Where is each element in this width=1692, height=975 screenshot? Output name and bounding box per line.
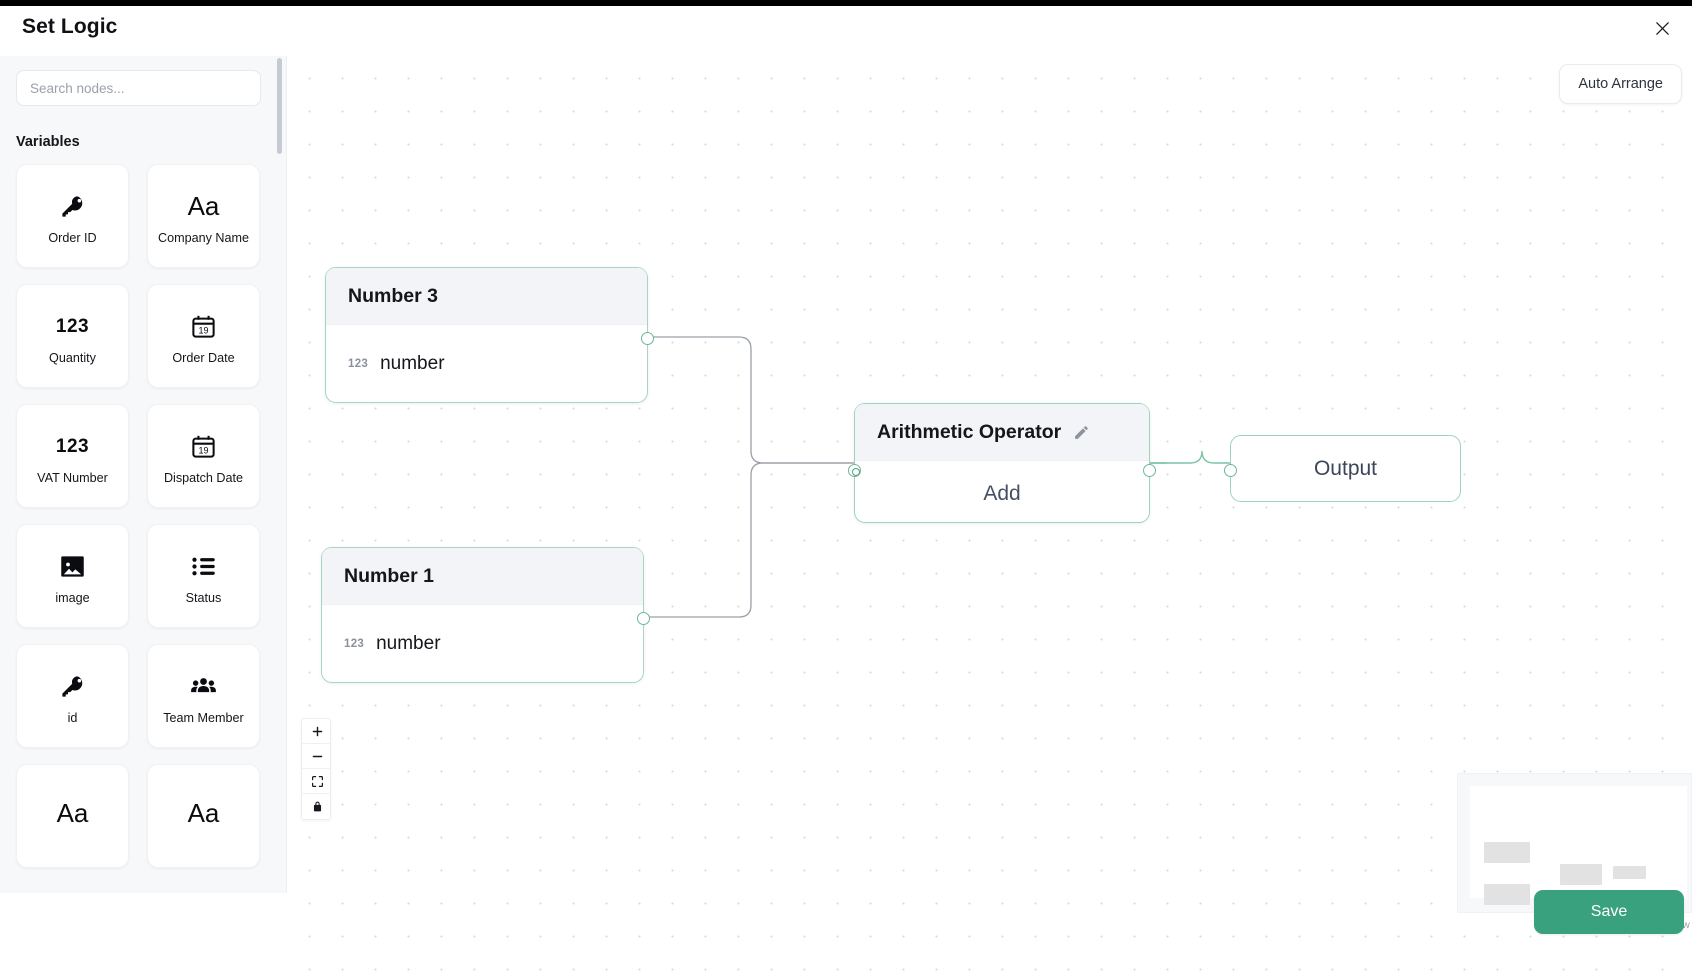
node-header: Arithmetic Operator bbox=[855, 404, 1149, 461]
variable-label: Status bbox=[185, 591, 222, 605]
close-icon[interactable] bbox=[1646, 12, 1678, 44]
variable-card-image[interactable]: image bbox=[16, 524, 129, 628]
node-title: Output bbox=[1313, 456, 1378, 480]
minimap-node bbox=[1484, 884, 1530, 905]
section-title-variables: Variables bbox=[16, 134, 80, 150]
page-title: Set Logic bbox=[22, 15, 118, 38]
fit-view-icon[interactable] bbox=[302, 769, 330, 794]
sidebar-scrollbar[interactable] bbox=[277, 50, 284, 893]
search-input[interactable] bbox=[16, 70, 261, 106]
team-icon bbox=[190, 667, 217, 705]
variable-card-company-name[interactable]: Aa Company Name bbox=[147, 164, 260, 268]
node-output-port[interactable] bbox=[637, 612, 650, 625]
variable-card-order-id[interactable]: Order ID bbox=[16, 164, 129, 268]
type-chip: 123 bbox=[348, 358, 369, 370]
text-aa-icon: Aa bbox=[56, 798, 89, 828]
variable-card-team-member[interactable]: Team Member bbox=[147, 644, 260, 748]
field-name: number bbox=[380, 353, 445, 374]
canvas-minimap[interactable] bbox=[1457, 773, 1692, 913]
node-operation: Add bbox=[983, 482, 1021, 505]
variable-label: Company Name bbox=[158, 231, 249, 245]
node-body: 123 number bbox=[322, 605, 643, 683]
variable-card-text-1[interactable]: Aa bbox=[16, 764, 129, 868]
node-title: Number 3 bbox=[348, 284, 438, 307]
variable-label: Dispatch Date bbox=[163, 471, 244, 485]
number-123-icon: 123 bbox=[55, 435, 90, 457]
flow-node-number-1[interactable]: Number 1 123 number bbox=[321, 547, 650, 683]
variable-card-text-2[interactable]: Aa bbox=[147, 764, 260, 868]
flow-canvas[interactable]: Auto Arrange Number 3 123 number bbox=[287, 50, 1692, 975]
variable-label: Team Member bbox=[163, 711, 244, 725]
variable-card-vat-number[interactable]: 123 VAT Number bbox=[16, 404, 129, 508]
number-123-icon: 123 bbox=[55, 315, 90, 337]
node-body: 123 number bbox=[326, 325, 647, 403]
svg-text:19: 19 bbox=[198, 325, 208, 335]
field-name: number bbox=[376, 633, 441, 654]
variable-label: Order ID bbox=[48, 231, 97, 245]
type-chip: 123 bbox=[344, 638, 365, 650]
window-chrome-bar bbox=[0, 0, 1692, 6]
pencil-icon[interactable] bbox=[1073, 424, 1090, 441]
variable-card-status[interactable]: Status bbox=[147, 524, 260, 628]
key-icon bbox=[59, 667, 86, 705]
calendar-19-icon: 19 bbox=[190, 307, 217, 345]
variable-card-id[interactable]: id bbox=[16, 644, 129, 748]
nodes-sidebar: Variables Order ID Aa Company Name 123 Q… bbox=[0, 50, 287, 893]
sidebar-scroll-thumb[interactable] bbox=[277, 58, 282, 154]
auto-arrange-button[interactable]: Auto Arrange bbox=[1559, 64, 1682, 104]
image-icon bbox=[59, 547, 86, 585]
node-title: Number 1 bbox=[344, 564, 434, 587]
minimap-node bbox=[1613, 866, 1646, 879]
variable-label: Order Date bbox=[172, 351, 235, 365]
plus-icon[interactable] bbox=[302, 719, 330, 744]
variable-card-dispatch-date[interactable]: 19 Dispatch Date bbox=[147, 404, 260, 508]
lock-icon[interactable] bbox=[302, 794, 330, 819]
variable-label: Quantity bbox=[49, 351, 96, 365]
text-aa-icon: Aa bbox=[187, 191, 220, 221]
svg-text:19: 19 bbox=[198, 445, 208, 455]
node-input-port[interactable] bbox=[848, 464, 861, 477]
variable-label: VAT Number bbox=[37, 471, 108, 485]
minus-icon[interactable] bbox=[302, 744, 330, 769]
variable-label: id bbox=[67, 711, 78, 725]
minimap-viewport bbox=[1470, 786, 1687, 905]
minimap-node bbox=[1560, 864, 1602, 885]
key-icon bbox=[59, 187, 86, 225]
flow-node-output[interactable]: Output bbox=[1224, 435, 1461, 502]
search-container bbox=[0, 50, 286, 106]
flow-node-number-3[interactable]: Number 3 123 number bbox=[325, 267, 654, 403]
variables-grid: Order ID Aa Company Name 123 Quantity 19 bbox=[16, 164, 262, 868]
node-output-port[interactable] bbox=[641, 332, 654, 345]
node-output-port[interactable] bbox=[1143, 464, 1156, 477]
minimap-node bbox=[1484, 842, 1530, 863]
save-button[interactable]: Save bbox=[1534, 890, 1684, 934]
calendar-19-icon: 19 bbox=[190, 427, 217, 465]
node-title: Arithmetic Operator bbox=[877, 420, 1062, 443]
list-icon bbox=[190, 547, 217, 585]
text-aa-icon: Aa bbox=[187, 798, 220, 828]
node-header: Number 1 bbox=[322, 548, 643, 605]
canvas-controls bbox=[301, 718, 331, 820]
flow-node-arithmetic-operator[interactable]: Arithmetic Operator Add bbox=[848, 403, 1156, 523]
dialog-header: Set Logic bbox=[0, 0, 1692, 56]
variable-card-order-date[interactable]: 19 Order Date bbox=[147, 284, 260, 388]
node-input-port[interactable] bbox=[1224, 464, 1237, 477]
variable-card-quantity[interactable]: 123 Quantity bbox=[16, 284, 129, 388]
variable-label: image bbox=[55, 591, 90, 605]
node-header: Number 3 bbox=[326, 268, 647, 325]
